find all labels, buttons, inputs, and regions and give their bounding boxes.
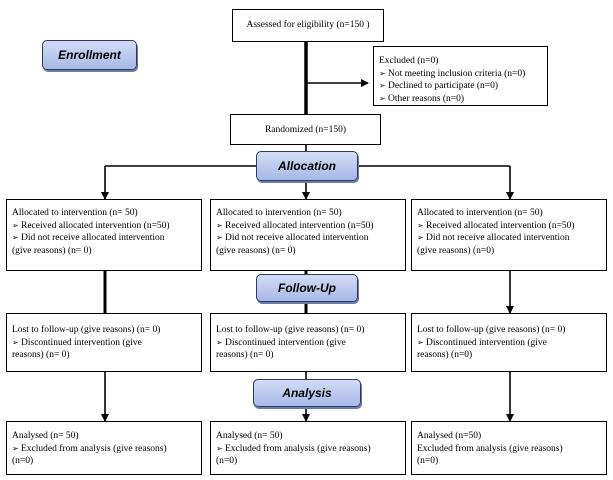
followup-box-1: Lost to follow-up (give reasons) (n= 0) … <box>6 313 202 372</box>
excluded-analysis-count: (n=0) <box>12 456 34 466</box>
excluded-analysis-count: (n=0) <box>417 456 439 466</box>
analysis-box-3: Analysed (n=50) Excluded from analysis (… <box>411 421 607 475</box>
received-text: Received allocated intervention (n=50) <box>12 220 196 233</box>
excluded-analysis-count: (n=0) <box>216 456 238 466</box>
randomized-text: Randomized (n=150) <box>264 125 347 135</box>
excluded-analysis-text: Excluded from analysis (give reasons) <box>417 443 563 454</box>
excluded-analysis-text: Excluded from analysis (give reasons) <box>12 443 196 456</box>
excluded-box: Excluded (n=0) Not meeting inclusion cri… <box>373 46 548 106</box>
discontinued-reasons: reasons) (n= 0) <box>12 350 70 360</box>
excluded-analysis-text: Excluded from analysis (give reasons) <box>216 443 400 456</box>
stage-followup: Follow-Up <box>256 274 358 302</box>
lost-text: Lost to follow-up (give reasons) (n= 0) <box>417 325 566 335</box>
allocated-text: Allocated to intervention (n= 50) <box>417 208 543 218</box>
allocation-box-2: Allocated to intervention (n= 50) Receiv… <box>210 199 406 271</box>
analysis-box-2: Analysed (n= 50) Excluded from analysis … <box>210 421 406 475</box>
stage-enrollment: Enrollment <box>42 40 137 70</box>
not-received-reasons: (give reasons) (n= 0) <box>12 245 92 256</box>
excluded-item: Other reasons (n=0) <box>379 93 542 106</box>
discontinued-reasons: reasons) (n= 0) <box>216 350 274 360</box>
stage-analysis: Analysis <box>253 379 361 407</box>
lost-text: Lost to follow-up (give reasons) (n= 0) <box>12 325 161 335</box>
not-received-text: Did not receive allocated intervention <box>12 232 196 245</box>
lost-text: Lost to follow-up (give reasons) (n= 0) <box>216 325 365 335</box>
assessed-text: Assessed for eligibility (n=150 ) <box>246 20 370 30</box>
discontinued-text: Discontinued intervention (give <box>12 337 196 350</box>
analysis-box-1: Analysed (n= 50) Excluded from analysis … <box>6 421 202 475</box>
received-text: Received allocated intervention (n=50) <box>216 220 400 233</box>
discontinued-text: Discontinued intervention (give <box>216 337 400 350</box>
assessed-box: Assessed for eligibility (n=150 ) <box>232 9 384 42</box>
not-received-text: Did not receive allocated intervention <box>216 232 400 245</box>
discontinued-text: Discontinued intervention (give <box>417 337 601 350</box>
allocated-text: Allocated to intervention (n= 50) <box>216 208 342 218</box>
excluded-title: Excluded (n=0) <box>379 56 439 66</box>
not-received-reasons: (give reasons) (n= 0) <box>216 245 296 256</box>
followup-box-2: Lost to follow-up (give reasons) (n= 0) … <box>210 313 406 372</box>
not-received-text: Did not receive allocated intervention <box>417 232 601 245</box>
excluded-item: Declined to participate (n=0) <box>379 80 542 93</box>
analysed-text: Analysed (n= 50) <box>216 431 283 441</box>
allocated-text: Allocated to intervention (n= 50) <box>12 208 138 218</box>
allocation-box-3: Allocated to intervention (n= 50) Receiv… <box>411 199 607 271</box>
received-text: Received allocated intervention (n=50) <box>417 220 601 233</box>
allocation-box-1: Allocated to intervention (n= 50) Receiv… <box>6 199 202 271</box>
discontinued-reasons: reasons) (n=0) <box>417 350 473 360</box>
excluded-item: Not meeting inclusion criteria (n=0) <box>379 68 542 81</box>
analysed-text: Analysed (n= 50) <box>12 431 79 441</box>
stage-allocation: Allocation <box>256 151 358 181</box>
followup-box-3: Lost to follow-up (give reasons) (n= 0) … <box>411 313 607 372</box>
not-received-reasons: (give reasons) (n=0) <box>417 245 495 256</box>
randomized-box: Randomized (n=150) <box>230 114 381 145</box>
analysed-text: Analysed (n=50) <box>417 431 482 441</box>
